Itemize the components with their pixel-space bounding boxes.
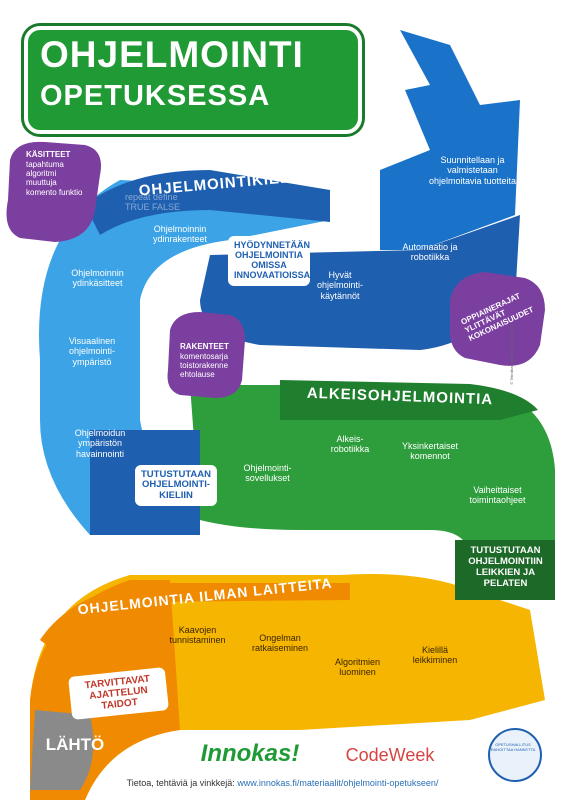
innokas-logo: Innokas!	[200, 740, 300, 767]
green-badge-bg	[455, 540, 555, 600]
code-word: repeat	[125, 192, 151, 202]
cell-visual-env: Visuaalinen ohjelmointi-ympäristö	[68, 336, 116, 367]
cell-algorithms: Algoritmien luominen	[334, 657, 381, 678]
title-line-2: OPETUKSESSA	[40, 80, 271, 112]
cell-robotics: Alkeis-robotiikka	[330, 434, 370, 455]
cell-core-concepts: Ohjelmoinnin ydinkäsitteet	[71, 268, 124, 289]
code-word: define	[153, 192, 178, 202]
cell-steps: Vaiheittaiset toimintaohjeet	[469, 485, 526, 506]
codeweek-logo: CodeWeek	[345, 745, 435, 765]
blue-track-dark	[200, 215, 520, 350]
footer-prefix: Tietoa, tehtäviä ja vinkkejä:	[126, 778, 238, 788]
orange-band	[40, 583, 350, 655]
seal-text: OPETUSHALLITUS RAHOITTAA HANKETTA	[490, 742, 536, 752]
badge-languages: TUTUSTUTAAN OHJELMOINTI-KIELIIN	[135, 465, 217, 507]
blue-band	[85, 170, 330, 235]
blob-structures-items: komentosarja toistorakenne ehtolause	[180, 352, 229, 380]
cell-patterns: Kaavojen tunnistaminen	[169, 625, 226, 646]
cell-commands: Yksinkertaiset komennot	[401, 441, 459, 462]
cell-problem-solving: Ongelman ratkaiseminen	[251, 633, 309, 654]
cell-core-structures: Ohjelmoinnin ydinrakenteet	[152, 224, 208, 245]
start-gray	[30, 710, 94, 790]
badge-innovation: HYÖDYNNETÄÄN OHJELMOINTIA OMISSA INNOVAA…	[228, 236, 310, 286]
blob-concepts-items: tapahtuma algoritmi muuttuja komento fun…	[26, 160, 83, 197]
blue-track-arrow	[380, 30, 520, 250]
code-word: FALSE	[152, 202, 181, 213]
start-label: LÄHTÖ	[45, 735, 105, 754]
title-box	[24, 26, 362, 134]
credit: © Tekniikan tutkimus (Kemi 2016)	[509, 325, 514, 385]
cell-language-play: Kielillä leikkiminen	[412, 645, 458, 666]
blob-concepts-heading: KÄSITTEET	[26, 150, 71, 159]
code-bg-words: repeat define TRUE FALSE	[125, 192, 245, 213]
code-word: TRUE	[125, 202, 150, 213]
badge-play: TUTUSTUTAAN OHJELMOINTIIN LEIKKIEN JA PE…	[468, 545, 543, 589]
cell-products: Suunnitellaan ja valmistetaan ohjelmoita…	[428, 155, 517, 186]
footer-link[interactable]: www.innokas.fi/materiaalit/ohjelmointi-o…	[237, 778, 439, 788]
cell-observation: Ohjelmoidun ympäristön havainnointi	[74, 428, 126, 459]
blob-structures-heading: RAKENTEET	[180, 342, 229, 351]
cell-automation: Automaatio ja robotiikka	[402, 242, 458, 263]
green-band	[280, 380, 538, 420]
blob-structures	[167, 312, 245, 398]
footer: Tietoa, tehtäviä ja vinkkejä: www.innoka…	[0, 778, 565, 788]
green-track	[190, 385, 555, 560]
cell-apps: Ohjelmointi-sovellukset	[243, 463, 292, 484]
blob-concepts	[6, 141, 101, 242]
title-line-1: OHJELMOINTI	[40, 34, 304, 75]
blob-cross	[449, 272, 545, 366]
cell-good-practices: Hyvät ohjelmointi-käytännöt	[316, 270, 364, 301]
seal-icon	[488, 728, 542, 782]
